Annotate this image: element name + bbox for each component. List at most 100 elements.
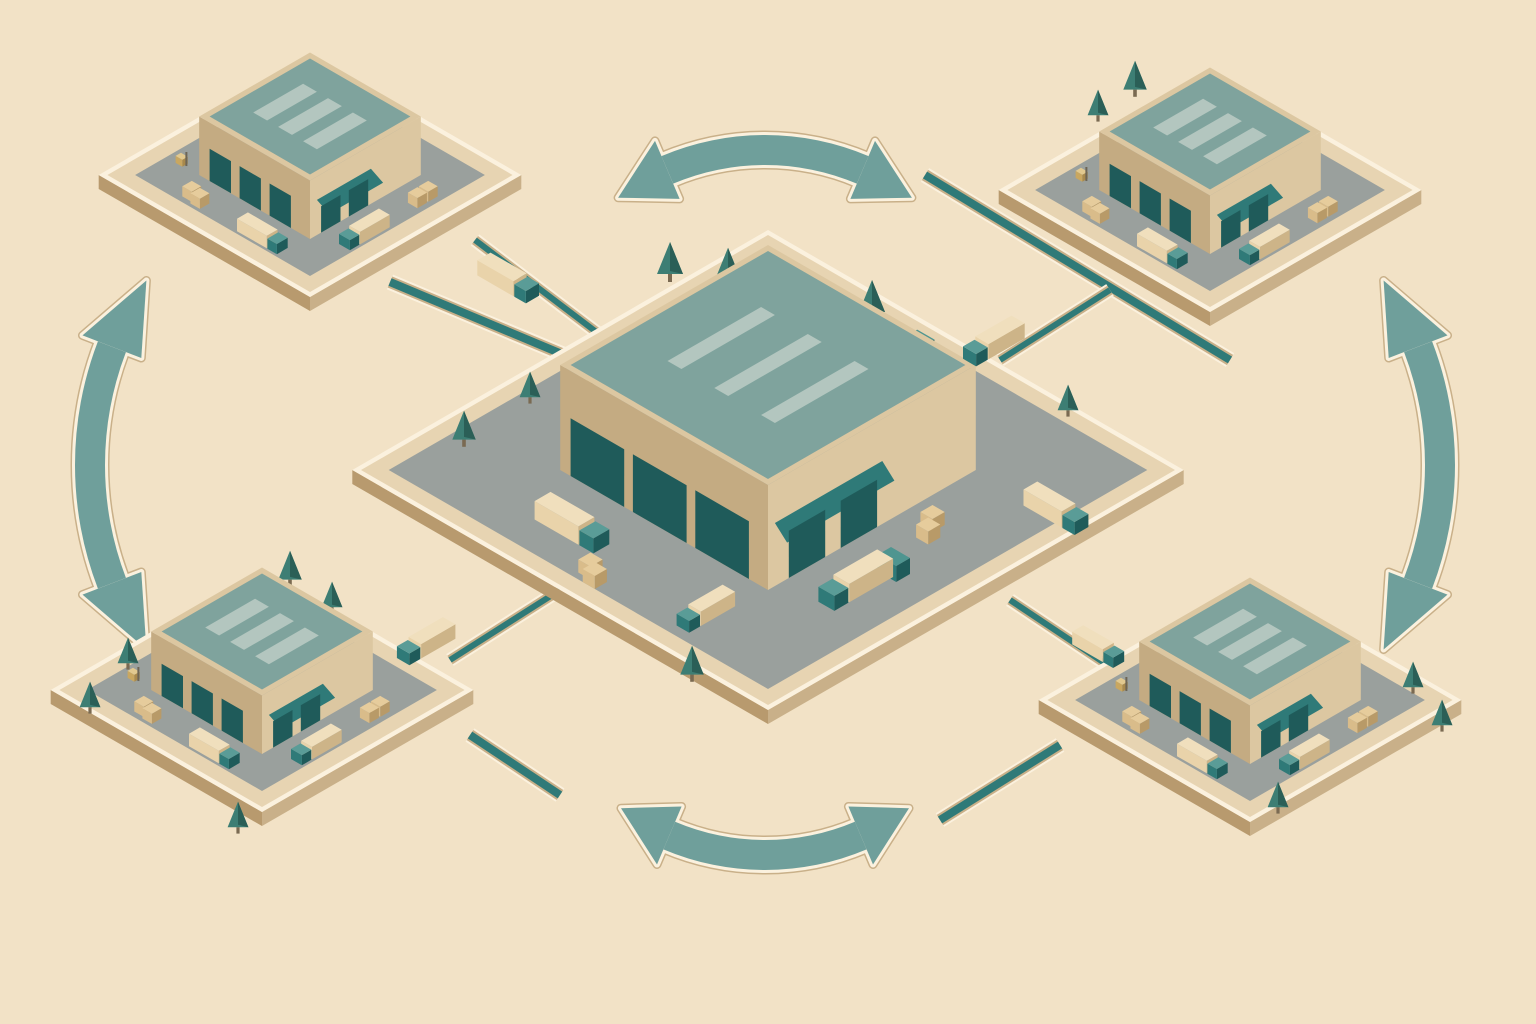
truck-trailer-right-face: [988, 323, 1025, 360]
crate-icon-top-face: [418, 180, 438, 192]
truck-trailer-left-face: [1023, 489, 1062, 528]
arrow-head: [850, 140, 912, 199]
dock-door: [1221, 210, 1241, 248]
forklift-body-left-face: [127, 670, 135, 682]
tree-crown-shade: [1413, 661, 1424, 688]
forklift-icon: [127, 666, 140, 682]
truck-trailer-top-face: [688, 584, 736, 612]
truck-cab-left-face: [396, 646, 410, 666]
tree-crown-shade: [872, 280, 885, 312]
tree-trunk: [88, 707, 92, 714]
tree-icon: [1402, 661, 1424, 694]
tree-crown-shade: [290, 550, 302, 580]
tree-crown-shade: [90, 681, 101, 708]
truck-trailer-top-face: [1177, 737, 1218, 761]
dock-door: [840, 479, 878, 548]
dock-door: [321, 195, 341, 233]
truck-trailer-top-face: [349, 208, 390, 232]
truck-trailer-top-face: [1137, 227, 1178, 251]
crate-icon-left-face: [134, 701, 144, 717]
crate-icon-right-face: [380, 701, 390, 717]
truck-cab-left-face: [1239, 248, 1250, 266]
bidirectional-arrow-icon: [1379, 276, 1460, 654]
dock-door: [209, 148, 231, 194]
tree-trunk: [528, 397, 532, 404]
truck-icon: [291, 723, 342, 766]
truck-cab-right-face: [1249, 249, 1260, 266]
truck-trailer-top-face: [189, 727, 230, 751]
truck-cab-left-face: [291, 748, 302, 766]
road-lane: [998, 287, 1112, 363]
truck-cab-left-face: [963, 346, 977, 367]
truck-cab-top-face: [514, 276, 539, 291]
truck-cab: [1279, 753, 1300, 776]
truck-trailer-top-face: [1289, 733, 1330, 757]
dock-door: [221, 698, 243, 743]
truck-cab-top-face: [396, 640, 421, 654]
tree-icon: [117, 637, 139, 670]
north-east-depot: [998, 60, 1422, 326]
truck-trailer-left-face: [1177, 743, 1207, 774]
platform-side: [50, 690, 263, 826]
roof-skylight: [1153, 98, 1217, 136]
truck-cab-left-face: [1279, 758, 1290, 776]
crate-icon-left-face: [1122, 711, 1132, 727]
truck-icon: [676, 584, 736, 633]
forklift-icon: [1075, 166, 1088, 182]
truck-cab-top-face: [267, 232, 288, 244]
tree-trunk: [1276, 807, 1280, 814]
truck-cab-right-face: [1113, 651, 1125, 668]
truck-trailer-right-face: [312, 729, 342, 760]
tree-crown-shade: [692, 645, 704, 675]
tree-icon: [227, 801, 249, 834]
truck-cab: [219, 747, 240, 770]
dock-door: [273, 710, 293, 748]
truck-cab: [396, 640, 421, 666]
tree-trunk: [1096, 115, 1100, 122]
tree-trunk: [1440, 725, 1444, 732]
truck-cab-left-face: [676, 613, 690, 633]
tree-crown-shade: [332, 581, 343, 608]
roof-skylight: [1243, 637, 1307, 675]
truck-trailer-top-face: [301, 723, 342, 747]
dock-door: [269, 183, 291, 228]
truck-cab-right-face: [1289, 759, 1300, 776]
truck-cab-top-face: [291, 743, 312, 756]
tree-trunk: [236, 827, 240, 834]
truck-cab-right-face: [834, 587, 849, 611]
arrow-shaft: [1404, 341, 1456, 589]
truck-trailer-right-face: [421, 624, 456, 659]
truck-cab: [963, 339, 988, 367]
truck-cab-right-face: [976, 347, 988, 367]
dock-door: [1261, 720, 1281, 758]
forklift-body-top-face: [127, 667, 140, 675]
bidirectional-arrow-icon: [616, 802, 914, 875]
crate-icon: [190, 187, 210, 209]
truck-cab-top-face: [1279, 753, 1300, 766]
forklift-body-left-face: [1115, 680, 1123, 692]
dock-door: [788, 509, 826, 578]
crate-icon-right-face: [1357, 717, 1367, 734]
warehouse-icon: [560, 245, 976, 590]
truck-cab: [291, 743, 312, 766]
roof-skylight: [1178, 113, 1242, 150]
roof-skylight: [230, 613, 294, 650]
forklift-icon: [1115, 676, 1128, 692]
truck-icon: [396, 617, 456, 666]
shipping-container-icon-right-face: [896, 558, 910, 582]
forklift-body-top-face: [1075, 167, 1088, 175]
truck-icon: [237, 212, 288, 255]
truck-trailer-right-face: [1300, 739, 1330, 770]
warehouse-icon: [1099, 67, 1321, 254]
dock-door: [300, 694, 321, 732]
tree-trunk: [462, 439, 466, 447]
dock-door: [348, 179, 369, 217]
crate-icon: [916, 517, 941, 545]
roof-skylight: [253, 83, 317, 121]
truck-trailer-top-face: [1072, 625, 1114, 650]
truck-icon: [818, 549, 894, 611]
dock-door: [239, 166, 261, 211]
truck-trailer-left-face: [534, 501, 579, 545]
roof-skylight: [714, 334, 822, 396]
road-lane: [937, 741, 1063, 824]
